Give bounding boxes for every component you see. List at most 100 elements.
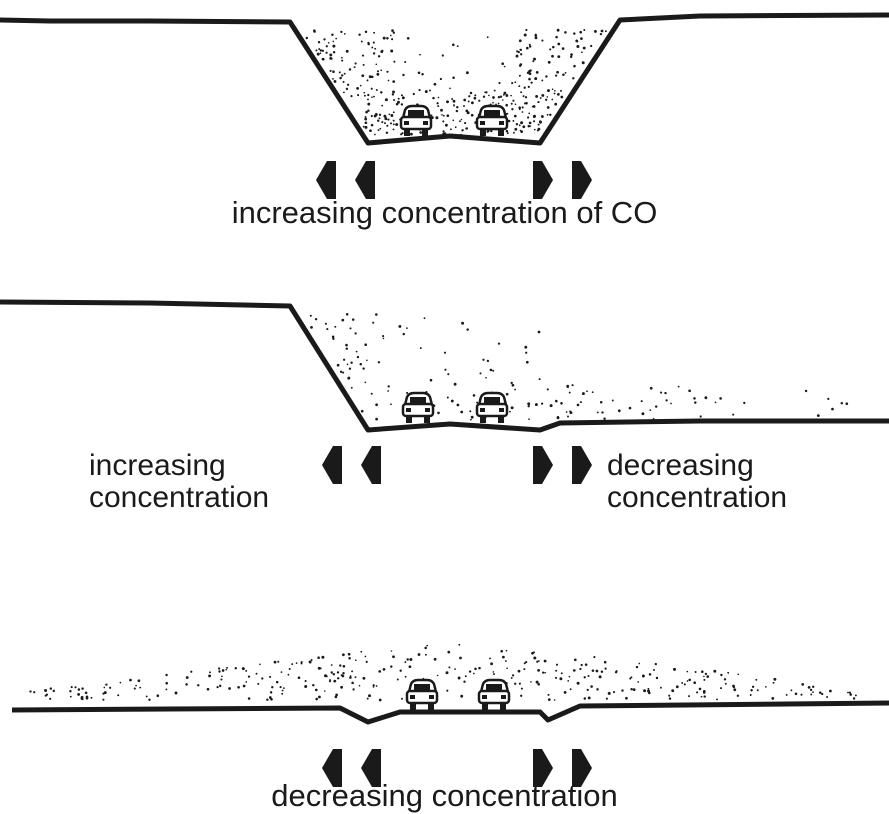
pollutant-dot	[831, 407, 834, 411]
pollutant-dot	[785, 693, 788, 696]
caption-line: decreasing	[607, 449, 754, 482]
pollutant-dot	[794, 692, 798, 696]
pollutant-dot	[505, 129, 509, 133]
pollutant-dot	[459, 120, 461, 123]
pollutant-dot	[604, 30, 607, 33]
pollutant-dot	[412, 92, 415, 96]
pollutant-dot	[291, 663, 294, 666]
pollutant-dot	[445, 671, 449, 675]
pollutant-dot	[848, 691, 851, 694]
pollutant-dot	[364, 116, 367, 118]
pollutant-dot	[486, 359, 490, 363]
pollutant-dot	[600, 29, 604, 33]
pollutant-dot	[506, 132, 509, 135]
car-icon	[405, 678, 439, 712]
pollutant-dot	[241, 667, 245, 671]
pollutant-dot	[469, 91, 473, 95]
pollutant-dot	[538, 660, 540, 662]
caption-panel-3: decreasing concentration	[271, 778, 618, 813]
pollutant-dot	[489, 657, 491, 660]
pollutant-dot	[410, 132, 413, 136]
pollutant-dot	[454, 668, 456, 670]
pollutant-dot	[581, 51, 583, 54]
pollutant-dot	[572, 77, 575, 80]
pollutant-dot	[330, 671, 333, 674]
pollutant-dot	[355, 350, 358, 353]
pollutant-dot	[461, 321, 465, 325]
pollutant-dot	[449, 128, 452, 131]
pollutant-dot	[268, 696, 272, 699]
pollutant-dot	[694, 401, 697, 404]
pollutant-dot	[469, 410, 472, 413]
pollutant-dot	[367, 41, 370, 44]
pollutant-dot	[587, 674, 590, 678]
pollutant-dot	[392, 90, 395, 94]
pollutant-dot	[463, 98, 467, 102]
pollutant-dot	[81, 698, 84, 701]
pollutant-dot	[329, 679, 332, 682]
pollutant-dot	[737, 673, 740, 676]
pollutant-dot	[361, 74, 365, 78]
pollutant-dot	[522, 95, 525, 98]
pollutant-dot	[367, 102, 371, 106]
pollutant-dot	[261, 677, 264, 680]
pollutant-dot	[511, 82, 514, 85]
pollutant-dot	[314, 688, 318, 692]
pollutant-dot	[375, 417, 378, 421]
pollutant-dot	[281, 692, 284, 695]
pollutant-dot	[704, 672, 708, 676]
pollutant-dot	[406, 37, 410, 40]
pollutant-dot	[514, 682, 517, 685]
pollutant-dot	[714, 401, 717, 404]
pollutant-dot	[552, 45, 555, 49]
pollutant-dot	[535, 94, 539, 98]
pollutant-dot	[102, 692, 105, 695]
pollutant-dot	[439, 77, 442, 81]
pollutant-dot	[525, 101, 528, 105]
pollutant-dot	[773, 677, 777, 681]
pollutant-dot	[345, 347, 349, 350]
pollutant-dot	[749, 694, 752, 696]
pollutant-dot	[520, 91, 523, 94]
pollutant-dot	[358, 33, 361, 36]
pollutant-dot	[341, 56, 343, 59]
pollutant-dot	[375, 89, 378, 91]
pollutant-dot	[324, 674, 327, 678]
pollutant-dot	[345, 49, 349, 53]
pollutant-dot	[668, 697, 672, 700]
pollutant-dot	[478, 99, 481, 102]
pollutant-dot	[694, 671, 697, 673]
pollutant-dot	[389, 34, 392, 37]
pollutant-dot	[582, 46, 586, 50]
pollutant-dot	[319, 667, 322, 670]
pollutant-dot	[485, 91, 488, 94]
pollutant-dot	[502, 99, 504, 101]
pollutant-dot	[816, 414, 820, 417]
pollutant-dot	[845, 402, 849, 406]
pollutant-dot	[436, 102, 439, 105]
pollutant-dot	[343, 33, 346, 35]
arrow-left-icon	[361, 446, 381, 484]
pollutant-dot	[467, 100, 470, 103]
pollutant-dot	[566, 384, 570, 388]
pollutant-dot	[341, 674, 345, 678]
pollutant-dot	[446, 689, 449, 692]
car-icon	[399, 104, 433, 138]
pollutant-dot	[519, 129, 522, 132]
pollutant-dot	[49, 687, 53, 690]
pollutant-dot	[379, 127, 382, 130]
pollutant-dot	[148, 698, 151, 702]
pollutant-dot	[527, 116, 530, 119]
pollutant-dot	[329, 53, 333, 57]
pollutant-dot	[380, 69, 383, 72]
pollutant-dot	[133, 687, 136, 690]
pollutant-dot	[528, 69, 531, 73]
pollutant-dot	[514, 127, 518, 131]
pollutant-dot	[649, 409, 652, 411]
pollutant-dot	[580, 663, 583, 667]
pollutant-dot	[534, 36, 538, 40]
pollutant-dot	[772, 681, 775, 684]
pollutant-dot	[686, 680, 689, 682]
pollutant-dot	[543, 659, 547, 663]
